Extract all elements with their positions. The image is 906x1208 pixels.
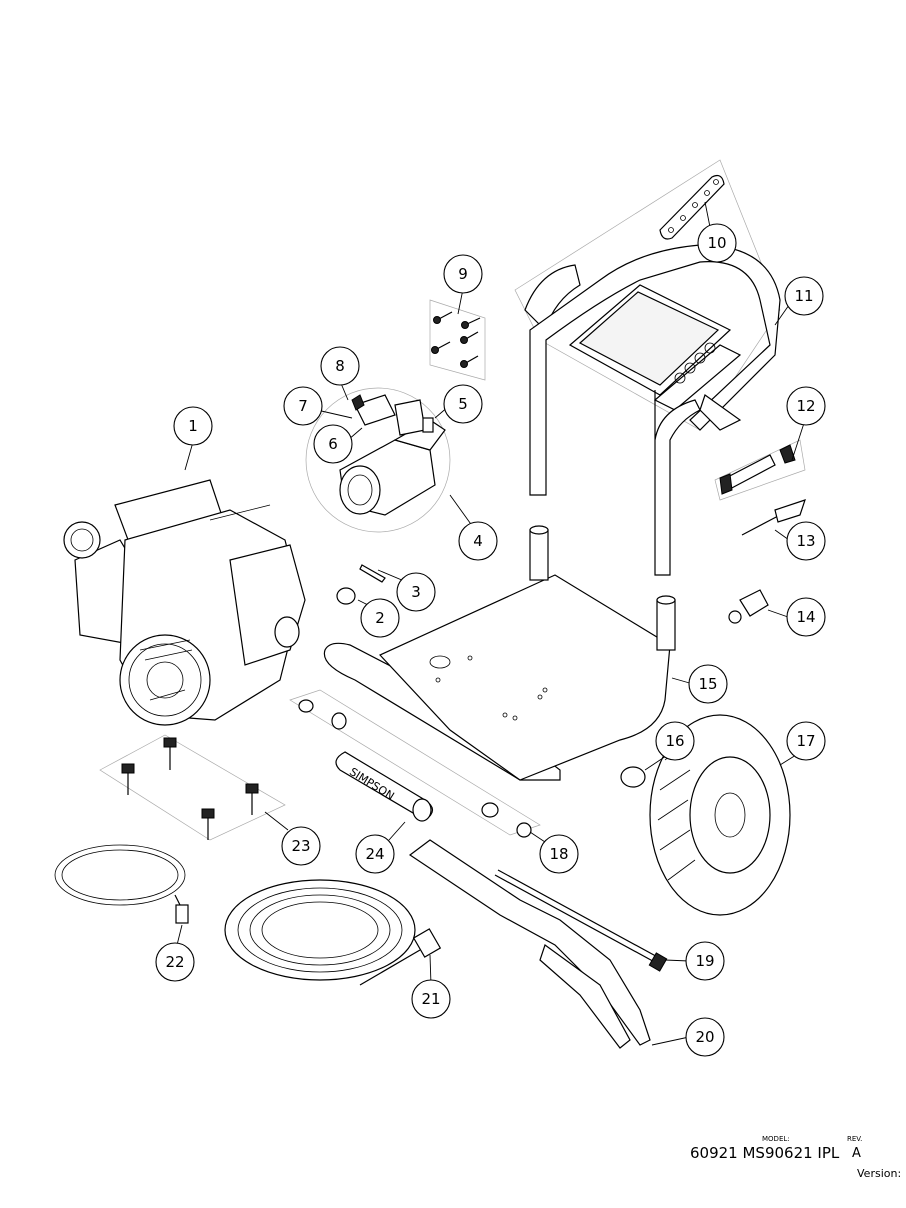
callout-number: 24 (365, 845, 384, 863)
callout-circle (313, 424, 353, 464)
callout-22: 22 (155, 942, 195, 982)
callout-number: 21 (421, 990, 440, 1008)
callout-23: 23 (281, 826, 321, 866)
callout-number: 4 (473, 532, 483, 550)
callout-1: 1 (173, 406, 213, 446)
callout-circle (697, 223, 737, 263)
callout-number: 7 (298, 397, 308, 415)
callout-number: 9 (458, 265, 468, 283)
callout-9: 9 (443, 254, 483, 294)
wheel-parts (620, 714, 791, 916)
callout-circle (539, 834, 579, 874)
callout-number: 8 (335, 357, 345, 375)
callout-circle (786, 521, 826, 561)
engine-bolts-part (121, 737, 259, 840)
callout-circle (784, 276, 824, 316)
callout-15: 15 (688, 664, 728, 704)
model-number: 60921 MS90621 IPL (690, 1144, 840, 1162)
callout-21: 21 (411, 979, 451, 1019)
callout-20: 20 (685, 1017, 725, 1057)
callout-circle (655, 721, 695, 761)
callout-circle (411, 979, 451, 1019)
callout-number: 14 (796, 608, 815, 626)
callout-circle (283, 386, 323, 426)
bolts-part (431, 311, 481, 368)
callout-16: 16 (655, 721, 695, 761)
callout-circle (688, 664, 728, 704)
callout-number: 2 (375, 609, 385, 627)
callout-circle (443, 254, 483, 294)
callout-number: 23 (291, 837, 310, 855)
engine-part (63, 479, 306, 726)
callout-circle (443, 384, 483, 424)
callout-4: 4 (458, 521, 498, 561)
callout-circle (320, 346, 360, 386)
pump-assembly-part (339, 394, 446, 516)
callout-17: 17 (786, 721, 826, 761)
callout-number: 11 (794, 287, 813, 305)
callout-number: 18 (549, 845, 568, 863)
strap-part (741, 499, 806, 536)
callout-18: 18 (539, 834, 579, 874)
callout-24: 24 (355, 834, 395, 874)
model-label: MODEL: (762, 1135, 790, 1143)
spray-gun-part (408, 839, 668, 1049)
callout-12: 12 (786, 386, 826, 426)
callout-3: 3 (396, 572, 436, 612)
callout-circle (355, 834, 395, 874)
callout-circle (458, 521, 498, 561)
callout-14: 14 (786, 597, 826, 637)
callout-19: 19 (685, 941, 725, 981)
high-pressure-hose-part (224, 879, 442, 986)
handle-plate-part (659, 174, 725, 240)
callout-number: 19 (695, 952, 714, 970)
nozzles-part (719, 444, 796, 495)
callout-circle (360, 598, 400, 638)
callout-circle (155, 942, 195, 982)
callout-number: 1 (188, 417, 198, 435)
callout-10: 10 (697, 223, 737, 263)
revision-value: A (852, 1146, 861, 1161)
callout-number: 12 (796, 397, 815, 415)
rev-label: REV. (847, 1135, 863, 1143)
callout-number: 5 (458, 395, 468, 413)
frame-part (323, 525, 676, 781)
callout-number: 17 (796, 732, 815, 750)
callout-number: 13 (796, 532, 815, 550)
callout-11: 11 (784, 276, 824, 316)
callout-circle (685, 941, 725, 981)
version-label: Version: (857, 1167, 902, 1180)
small-parts-2-3 (336, 564, 386, 605)
callout-circle (396, 572, 436, 612)
callout-2: 2 (360, 598, 400, 638)
callout-7: 7 (283, 386, 323, 426)
callout-6: 6 (313, 424, 353, 464)
callout-number: 3 (411, 583, 421, 601)
handle-frame-part (524, 244, 781, 576)
hose-coil-part (54, 844, 189, 924)
callout-circle (786, 597, 826, 637)
callout-number: 10 (707, 234, 726, 252)
callout-number: 6 (328, 435, 338, 453)
title-block: MODEL: REV. 60921 MS90621 IPL A Version: (690, 1135, 906, 1208)
callout-circle (173, 406, 213, 446)
callout-number: 16 (665, 732, 684, 750)
callout-circle (786, 721, 826, 761)
callout-13: 13 (786, 521, 826, 561)
callout-8: 8 (320, 346, 360, 386)
callout-number: 22 (165, 953, 184, 971)
callout-number: 15 (698, 675, 717, 693)
callout-5: 5 (443, 384, 483, 424)
callout-number: 20 (695, 1028, 714, 1046)
callout-circle (786, 386, 826, 426)
callout-circle (685, 1017, 725, 1057)
callout-circle (281, 826, 321, 866)
connector-part (728, 589, 769, 624)
